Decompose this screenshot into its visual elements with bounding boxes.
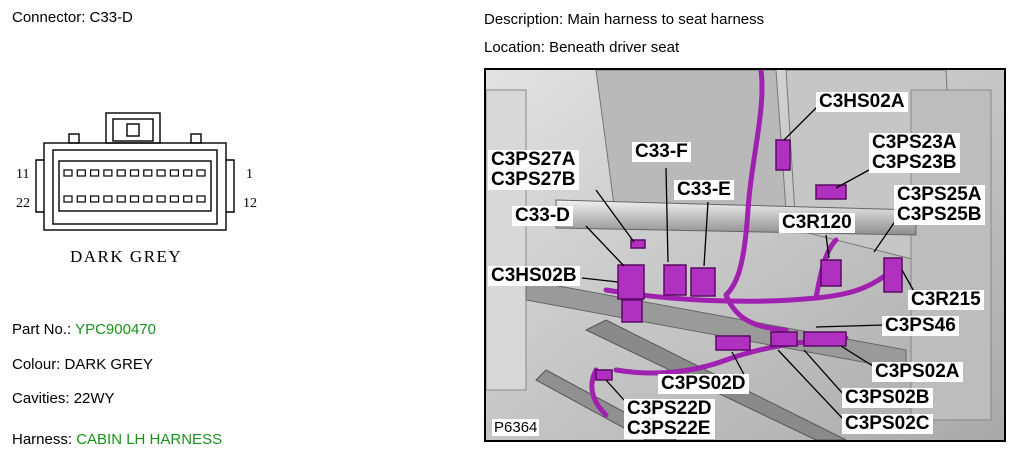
cavity-slot (89, 195, 100, 203)
pin-label-22: 22 (16, 196, 30, 211)
cavities-value: 22WY (73, 390, 115, 407)
cavity-slot (196, 169, 206, 177)
callout-c3ps23: C3PS23A C3PS23B (869, 133, 960, 173)
pin-label-11: 11 (16, 167, 29, 182)
pin-label-1: 1 (246, 167, 253, 182)
callout-c3ps02b: C3PS02B (842, 388, 933, 408)
cavity-slot (129, 169, 140, 177)
part-no-line: Part No.: YPC900470 (12, 321, 156, 338)
cavity-slot (63, 195, 73, 203)
figure-reference: P6364 (492, 419, 540, 436)
harness-line: Harness: CABIN LH HARNESS (12, 431, 222, 448)
harness-label: Harness: (12, 431, 73, 448)
callout-c3ps02c: C3PS02C (842, 414, 933, 434)
location-label: Location: (484, 39, 545, 56)
cavity-slot (103, 195, 113, 203)
cavity-slot (76, 195, 86, 203)
connector-line: Connector: C33-D (12, 9, 133, 26)
callout-c3ps02d: C3PS02D (658, 374, 749, 394)
cavity-slot (143, 195, 153, 203)
colour-label: Colour: (12, 356, 61, 373)
location-line: Location: Beneath driver seat (484, 39, 679, 56)
cavities-label: Cavities: (12, 390, 70, 407)
cavity-slot (63, 169, 73, 177)
location-illustration: C3HS02A C3PS23A C3PS23B C3PS27A C3PS27B … (484, 68, 1006, 442)
cavity-slot (103, 169, 113, 177)
part-no-label: Part No.: (12, 321, 72, 338)
callout-c3ps27: C3PS27A C3PS27B (488, 150, 579, 190)
callout-c3ps22: C3PS22D C3PS22E (624, 399, 715, 439)
description-label: Description: (484, 11, 564, 28)
callout-c3hs02a: C3HS02A (816, 92, 908, 112)
callout-c33e: C33-E (674, 180, 734, 200)
cavity-slot (196, 195, 206, 203)
harness-value: CABIN LH HARNESS (76, 431, 223, 448)
connector-label: Connector: (12, 9, 86, 26)
cavity-slot (183, 195, 193, 203)
cavity-slot (156, 195, 166, 203)
colour-line: Colour: DARK GREY (12, 356, 153, 373)
callout-c33f: C33-F (632, 142, 691, 162)
cavity-slot (76, 169, 86, 177)
cavity-slot (116, 195, 126, 203)
description-value: Main harness to seat harness (567, 11, 765, 28)
part-no-value: YPC900470 (75, 321, 156, 338)
cavity-slot (129, 195, 140, 203)
connector-face-diagram: 11 22 1 12 DARK GREY (16, 112, 257, 266)
callout-c3hs02b: C3HS02B (488, 266, 580, 286)
callout-c33d: C33-D (512, 206, 573, 226)
cavity-slot (169, 169, 179, 177)
description-line: Description: Main harness to seat harnes… (484, 11, 764, 28)
callout-c3ps02a: C3PS02A (872, 362, 963, 382)
cavities-line: Cavities: 22WY (12, 390, 115, 407)
callout-c3ps25: C3PS25A C3PS25B (894, 185, 985, 225)
cavity-slot (143, 169, 153, 177)
cavity-slot (116, 169, 126, 177)
cavity-slot (156, 169, 166, 177)
cavity-pins (63, 169, 206, 203)
housing-colour-label: DARK GREY (70, 247, 182, 266)
cavity-slot (169, 195, 179, 203)
callout-c3ps46: C3PS46 (882, 316, 959, 336)
cavity-slot (183, 169, 193, 177)
colour-value: DARK GREY (64, 356, 153, 373)
connector-value: C33-D (89, 9, 133, 26)
callout-c3r120: C3R120 (779, 213, 855, 233)
location-value: Beneath driver seat (549, 39, 680, 56)
pin-label-12: 12 (243, 196, 257, 211)
callout-c3r215: C3R215 (908, 290, 984, 310)
cavity-slot (89, 169, 100, 177)
